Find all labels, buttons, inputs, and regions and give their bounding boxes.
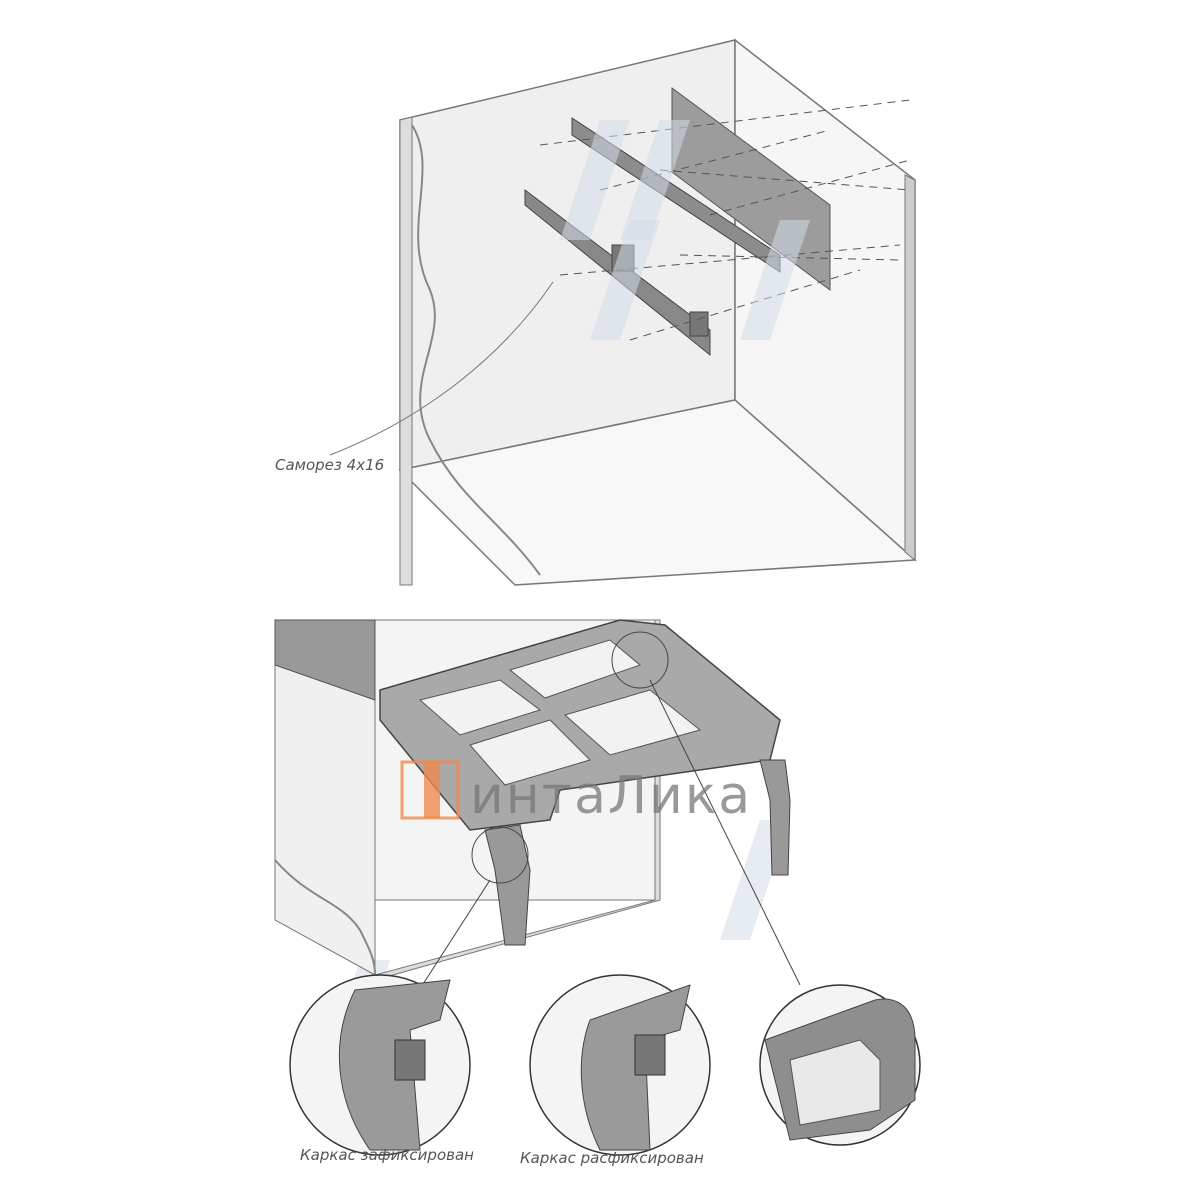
screw-label: Саморез 4x16 — [275, 456, 384, 474]
brand-logo-text: интаЛика — [470, 766, 752, 826]
screw-leader-line — [329, 281, 554, 456]
brand-logo: интаЛика — [400, 760, 752, 826]
caption-frame-locked: Каркас зафиксирован — [300, 1146, 474, 1164]
caption-frame-unlocked: Каркас расфиксирован — [520, 1149, 704, 1167]
detail-locked — [289, 974, 471, 1156]
detail-leader-lines — [399, 631, 801, 1021]
detail-frame-corner — [759, 984, 921, 1146]
detail-unlocked — [529, 974, 711, 1156]
